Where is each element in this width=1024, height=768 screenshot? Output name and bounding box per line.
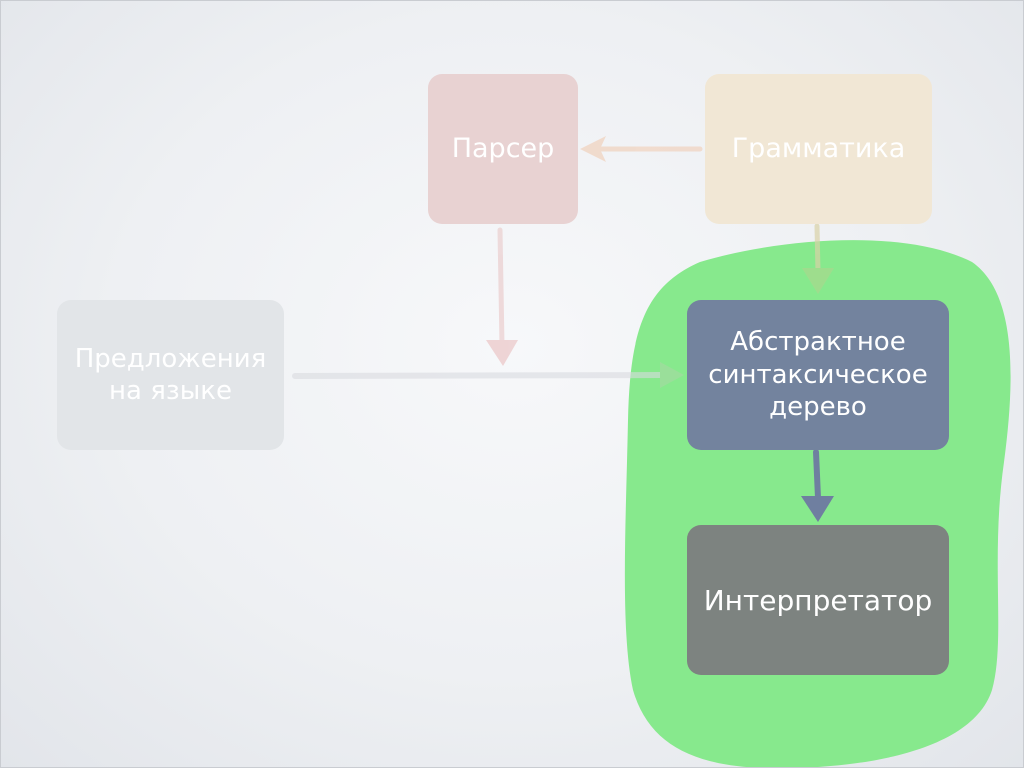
interpreter-node: Интерпретатор	[687, 525, 949, 675]
edge-sentences-ast	[292, 362, 684, 388]
grammar-label: Грамматика	[731, 133, 906, 165]
grammar-node: Грамматика	[705, 74, 932, 224]
ast-label: Абстрактное синтаксическое дерево	[708, 327, 928, 423]
edge-grammar-ast	[802, 223, 834, 294]
sentences-label: Предложения на языке	[74, 343, 267, 407]
ast-node: Абстрактное синтаксическое дерево	[687, 300, 949, 450]
edge-grammar-parser	[580, 136, 703, 162]
sentences-node: Предложения на языке	[57, 300, 284, 450]
edge-parser-ast	[486, 227, 518, 366]
parser-label: Парсер	[451, 133, 555, 165]
interpreter-label: Интерпретатор	[703, 583, 933, 617]
edge-ast-interpreter	[801, 449, 834, 522]
parser-node: Парсер	[428, 74, 578, 224]
